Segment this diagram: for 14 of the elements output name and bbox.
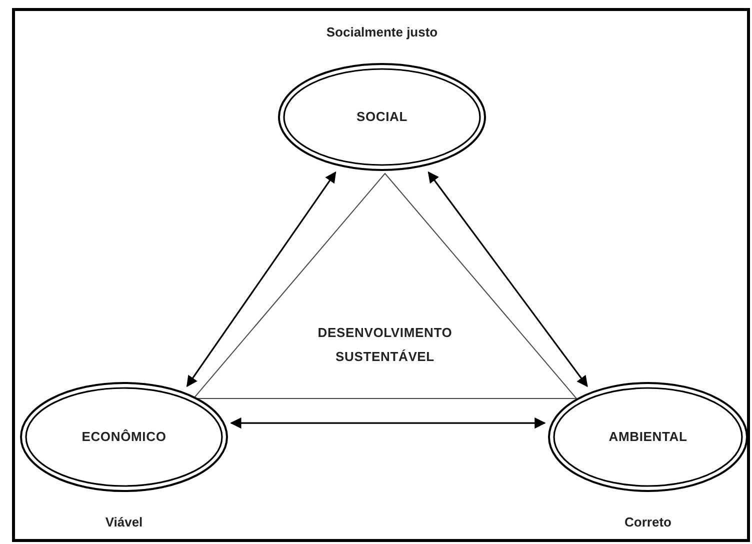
double-arrow — [230, 417, 546, 429]
node-label: DESENVOLVIMENTO SUSTENTÁVEL — [316, 324, 454, 366]
double-ellipse — [278, 63, 486, 171]
double-ellipse — [20, 382, 228, 492]
caption-text: Correto — [624, 513, 672, 532]
caption-text: Socialmente justo — [326, 23, 438, 42]
node-label: ECONÔMICO — [82, 428, 166, 446]
caption-text: Viável — [105, 513, 143, 532]
double-arrow — [186, 171, 336, 388]
double-arrow — [428, 171, 588, 388]
triangle-shape — [193, 173, 577, 399]
node-label: AMBIENTAL — [608, 428, 688, 446]
double-ellipse — [548, 382, 748, 492]
node-label: SOCIAL — [356, 108, 408, 126]
